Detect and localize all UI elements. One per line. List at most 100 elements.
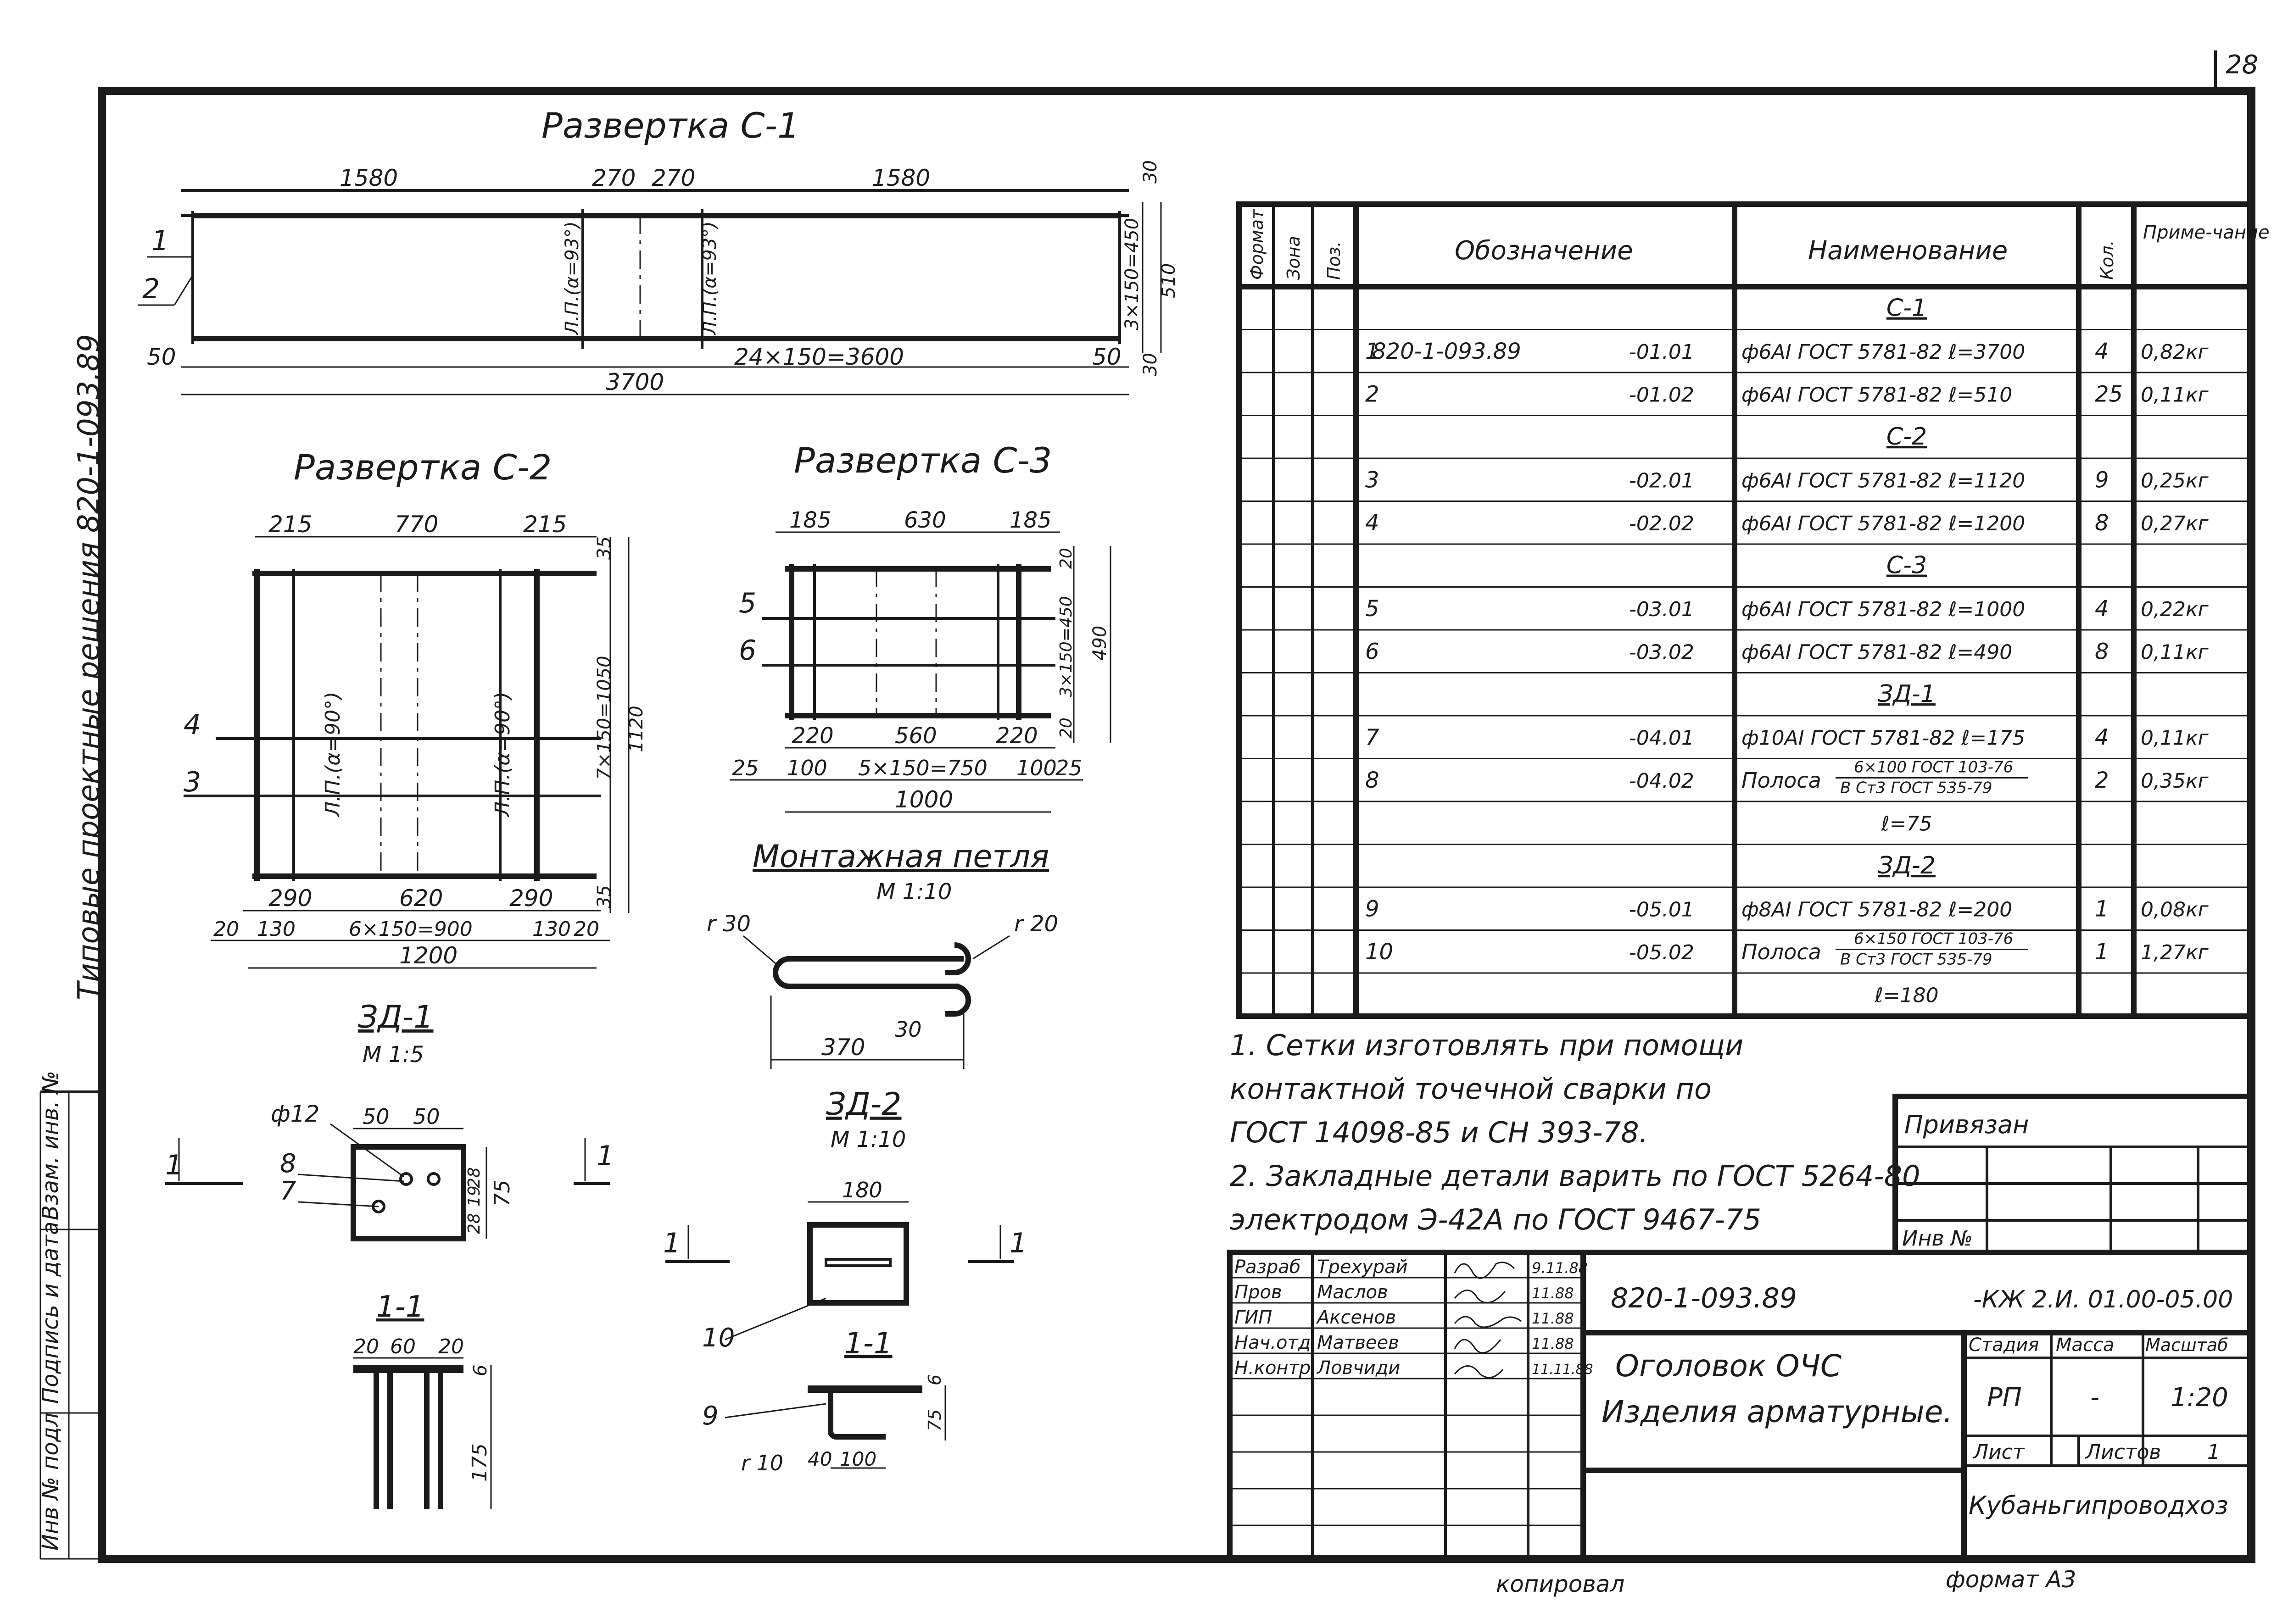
spec-table-frame xyxy=(1236,201,2254,1019)
spec-group-heading: С-3 xyxy=(1886,552,1927,579)
signature-3 xyxy=(1454,1316,1522,1328)
spec-note: 1,27кг xyxy=(2141,941,2209,964)
tb-content: Изделия арматурные. xyxy=(1602,1394,1953,1429)
spec-header-note: Приме-чание xyxy=(2143,222,2270,243)
c3-right-dim-3: 20 xyxy=(1057,717,1076,739)
zd1s-dim-60: 60 xyxy=(390,1335,416,1358)
c2-pos-tag-4: 4 xyxy=(184,709,201,741)
c3-dim-b2-4: 100 xyxy=(1016,756,1057,780)
c3-dim-top-2: 630 xyxy=(904,507,946,533)
loop-scale: М 1:10 xyxy=(876,879,952,905)
spec-group-heading: ЗД-1 xyxy=(1878,680,1936,708)
c3-dim-b2-5: 25 xyxy=(1055,756,1083,780)
c2-right-dim-4: 1120 xyxy=(626,706,647,752)
spec-qty: 4 xyxy=(2095,725,2109,751)
zd1-pos-tag-7: 7 xyxy=(280,1176,296,1206)
note-line-2: контактной точечной сварки по xyxy=(1230,1072,1712,1106)
c2-dim-b2-2: 130 xyxy=(257,918,296,941)
zd1-dim-75: 75 xyxy=(490,1179,514,1207)
c3-pos-tag-6: 6 xyxy=(739,634,756,667)
spec-name: ℓ=180 xyxy=(1874,984,1938,1007)
dev-c3-title: Развертка С-3 xyxy=(794,440,1052,481)
spec-pos: 5 xyxy=(1365,596,1379,622)
tb-date-3: 11.88 xyxy=(1532,1310,1574,1327)
spec-code: -02.02 xyxy=(1629,512,1694,535)
tb-name-2: Маслов xyxy=(1317,1282,1388,1303)
spec-pos: 10 xyxy=(1365,939,1393,965)
spec-note: 0,11кг xyxy=(2141,641,2209,664)
zd1-dim-28b: 28 xyxy=(465,1213,484,1234)
spec-name: ф10АI ГОСТ 5781-82 ℓ=175 xyxy=(1741,727,2025,750)
c3-dim-top-3: 185 xyxy=(1010,507,1052,533)
dev-c2-title: Развертка С-2 xyxy=(294,447,552,488)
c1-dim-top-2: 270 xyxy=(592,165,636,191)
spec-code: -01.01 xyxy=(1629,340,1694,364)
zd1-section-title: 1-1 xyxy=(376,1290,424,1324)
spec-header-format: Формат xyxy=(1247,208,1267,280)
spec-designation: 820-1-093.89 xyxy=(1372,339,1521,364)
spec-pos: 4 xyxy=(1365,510,1379,536)
stamp-vzam: Взам. инв. № xyxy=(38,1071,63,1220)
c1-dim-top-3: 270 xyxy=(652,165,695,191)
note-line-3: ГОСТ 14098-85 и СН 393-78. xyxy=(1230,1116,1648,1149)
tb-role-4: Нач.отд xyxy=(1234,1332,1311,1353)
zd1s-dim-175: 175 xyxy=(468,1443,491,1482)
zd1s-dim-6: 6 xyxy=(470,1365,491,1376)
spec-name: ф6АI ГОСТ 5781-82 ℓ=1000 xyxy=(1741,598,2025,621)
zd1-title: ЗД-1 xyxy=(358,999,434,1035)
tb-scale: 1:20 xyxy=(2171,1383,2228,1413)
c3-dim-top-1: 185 xyxy=(789,507,831,533)
tb-role-3: ГИП xyxy=(1234,1307,1272,1328)
c1-dim-top-4: 1580 xyxy=(872,165,930,191)
signature-1 xyxy=(1454,1262,1515,1279)
zd1s-dim-20a: 20 xyxy=(353,1335,379,1358)
c1-right-dim-4: 510 xyxy=(1158,263,1179,298)
zd2-bar xyxy=(825,1258,892,1267)
stamp-sign-date: Подпись и дата xyxy=(38,1221,63,1404)
spec-code: -01.02 xyxy=(1629,384,1694,407)
spec-name-fraction-bottom: В Ст3 ГОСТ 535-79 xyxy=(1840,951,1992,969)
c2-overall: 1200 xyxy=(399,942,458,969)
spec-note: 0,35кг xyxy=(2141,769,2209,793)
spec-code: -03.02 xyxy=(1629,641,1694,664)
c2-dim-top-2: 770 xyxy=(395,511,438,538)
zd2s-dim-6: 6 xyxy=(925,1374,945,1385)
tb-name-1: Трехурай xyxy=(1317,1257,1408,1278)
loop-dim-r20: r 20 xyxy=(1014,911,1058,937)
c1-right-dim-2: 3×150=450 xyxy=(1122,218,1143,330)
spec-qty: 4 xyxy=(2095,596,2109,622)
spec-qty: 25 xyxy=(2095,382,2123,407)
spec-qty: 1 xyxy=(2095,939,2109,965)
spec-name: Полоса xyxy=(1741,768,1821,793)
signature-2 xyxy=(1454,1290,1506,1303)
spec-header-designation: Обозначение xyxy=(1455,236,1633,266)
c2-dim-b2-5: 20 xyxy=(574,918,599,941)
spec-note: 0,08кг xyxy=(2141,898,2209,922)
spec-header-name: Наименование xyxy=(1808,236,2008,266)
zd1-dim-f12: ф12 xyxy=(271,1101,319,1127)
tb-date-1: 9.11.88 xyxy=(1532,1259,1588,1277)
spec-pos: 1 xyxy=(1365,339,1379,364)
c1-dim-bottom-3: 50 xyxy=(1092,344,1122,370)
spec-code: -04.02 xyxy=(1629,769,1694,793)
zd2s-bar xyxy=(828,1393,886,1440)
sheet-number: 28 xyxy=(2226,50,2258,80)
tb-sheet-label: Лист xyxy=(1972,1440,2025,1464)
spec-pos: 8 xyxy=(1365,768,1379,793)
title-block-frame xyxy=(1227,1250,2254,1562)
zd1s-plate xyxy=(353,1365,463,1373)
privyazan-inv: Инв № xyxy=(1902,1226,1973,1251)
zd1-pos-tag-8: 8 xyxy=(280,1149,296,1179)
zd1-dim-50b: 50 xyxy=(413,1104,440,1129)
zd2s-dim-100: 100 xyxy=(840,1448,876,1470)
tb-name-3: Аксенов xyxy=(1316,1307,1396,1328)
spec-name: ф6АI ГОСТ 5781-82 ℓ=510 xyxy=(1741,384,2012,407)
spec-note: 0,22кг xyxy=(2141,598,2209,621)
zd1-cut-right: 1 xyxy=(597,1140,614,1172)
c2-dim-bottom-2: 620 xyxy=(399,885,443,912)
zd2-title: ЗД-2 xyxy=(826,1086,902,1123)
zd2-cut-left: 1 xyxy=(663,1227,681,1259)
tb-sheets: 1 xyxy=(2207,1440,2220,1464)
